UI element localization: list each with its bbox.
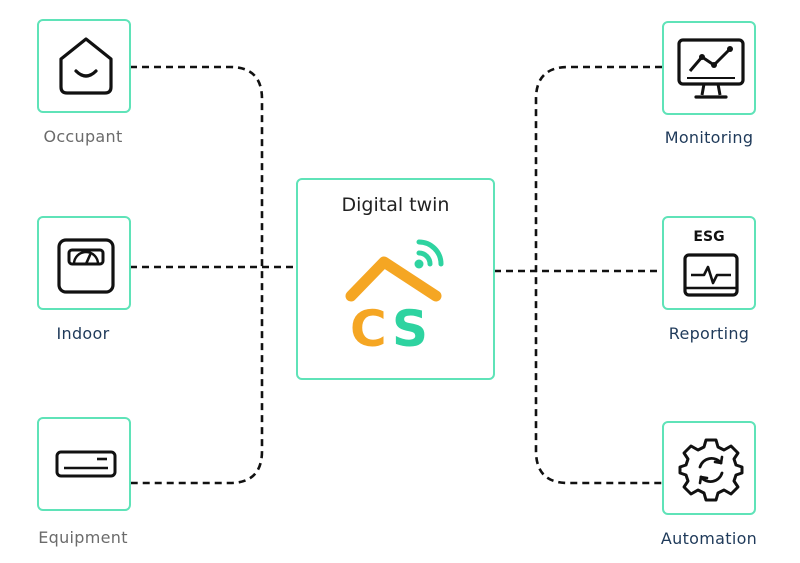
occupant-label: Occupant [43, 127, 123, 146]
monitoring-node [662, 21, 756, 115]
air-conditioner-icon [55, 450, 117, 478]
indoor-node [37, 216, 131, 310]
digital-twin-node: Digital twin C S [296, 178, 495, 380]
digital-twin-title: Digital twin [341, 194, 450, 216]
scale-gauge-icon [57, 238, 115, 294]
reporting-node: ESG [662, 216, 756, 310]
monitor-chart-icon [677, 38, 745, 99]
equipment-label: Equipment [38, 528, 128, 547]
equipment-node [37, 417, 131, 511]
esg-report-icon [683, 253, 739, 297]
svg-text:S: S [392, 300, 428, 358]
automation-label: Automation [660, 529, 758, 548]
house-smile-icon [59, 37, 113, 95]
cs-logo-icon: C S [345, 239, 444, 358]
occupant-node [37, 19, 131, 113]
gear-sync-icon [678, 438, 744, 502]
indoor-label: Indoor [56, 324, 110, 343]
automation-node [662, 421, 756, 515]
monitoring-label: Monitoring [664, 128, 754, 147]
connector-occupant [130, 65, 264, 485]
esg-badge: ESG [693, 229, 725, 245]
reporting-label: Reporting [668, 324, 750, 343]
svg-text:C: C [350, 300, 387, 358]
